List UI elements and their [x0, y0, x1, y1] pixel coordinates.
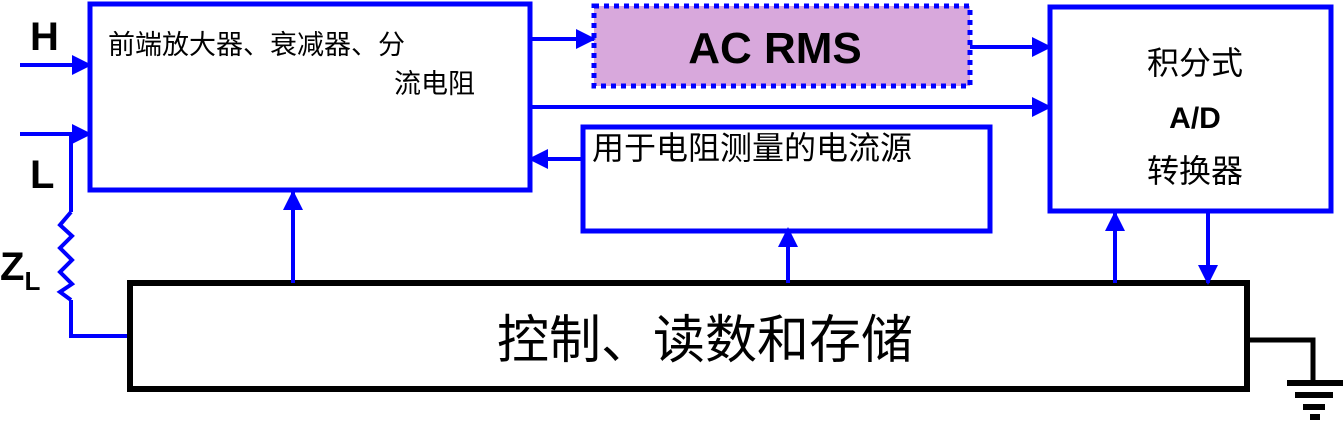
- load-wire-bottom: [69, 300, 130, 338]
- load-impedance-label: ZL: [0, 245, 40, 296]
- front-end-label-line2: 流电阻: [394, 69, 475, 100]
- control-block: [127, 280, 1250, 392]
- ac-rms-block: [591, 3, 973, 89]
- front-end-block: [87, 1, 533, 193]
- control-label: 控制、读数和存储: [497, 311, 913, 371]
- current-source-block: [580, 124, 993, 234]
- adc-label-line2: A/D: [1169, 102, 1221, 135]
- zigzag-resistor-icon: [56, 210, 76, 302]
- terminal-l-label: L: [30, 153, 54, 197]
- adc-label-line3: 转换器: [1147, 152, 1243, 190]
- terminal-h-label: H: [30, 15, 59, 59]
- ac-rms-label: AC RMS: [688, 24, 862, 73]
- adc-label-line1: 积分式: [1147, 44, 1243, 82]
- adc-block: [1047, 4, 1334, 214]
- ground-icon: [1247, 337, 1343, 420]
- front-end-label-line1: 前端放大器、衰减器、分: [108, 30, 405, 61]
- current-source-label: 用于电阻测量的电流源: [592, 129, 912, 167]
